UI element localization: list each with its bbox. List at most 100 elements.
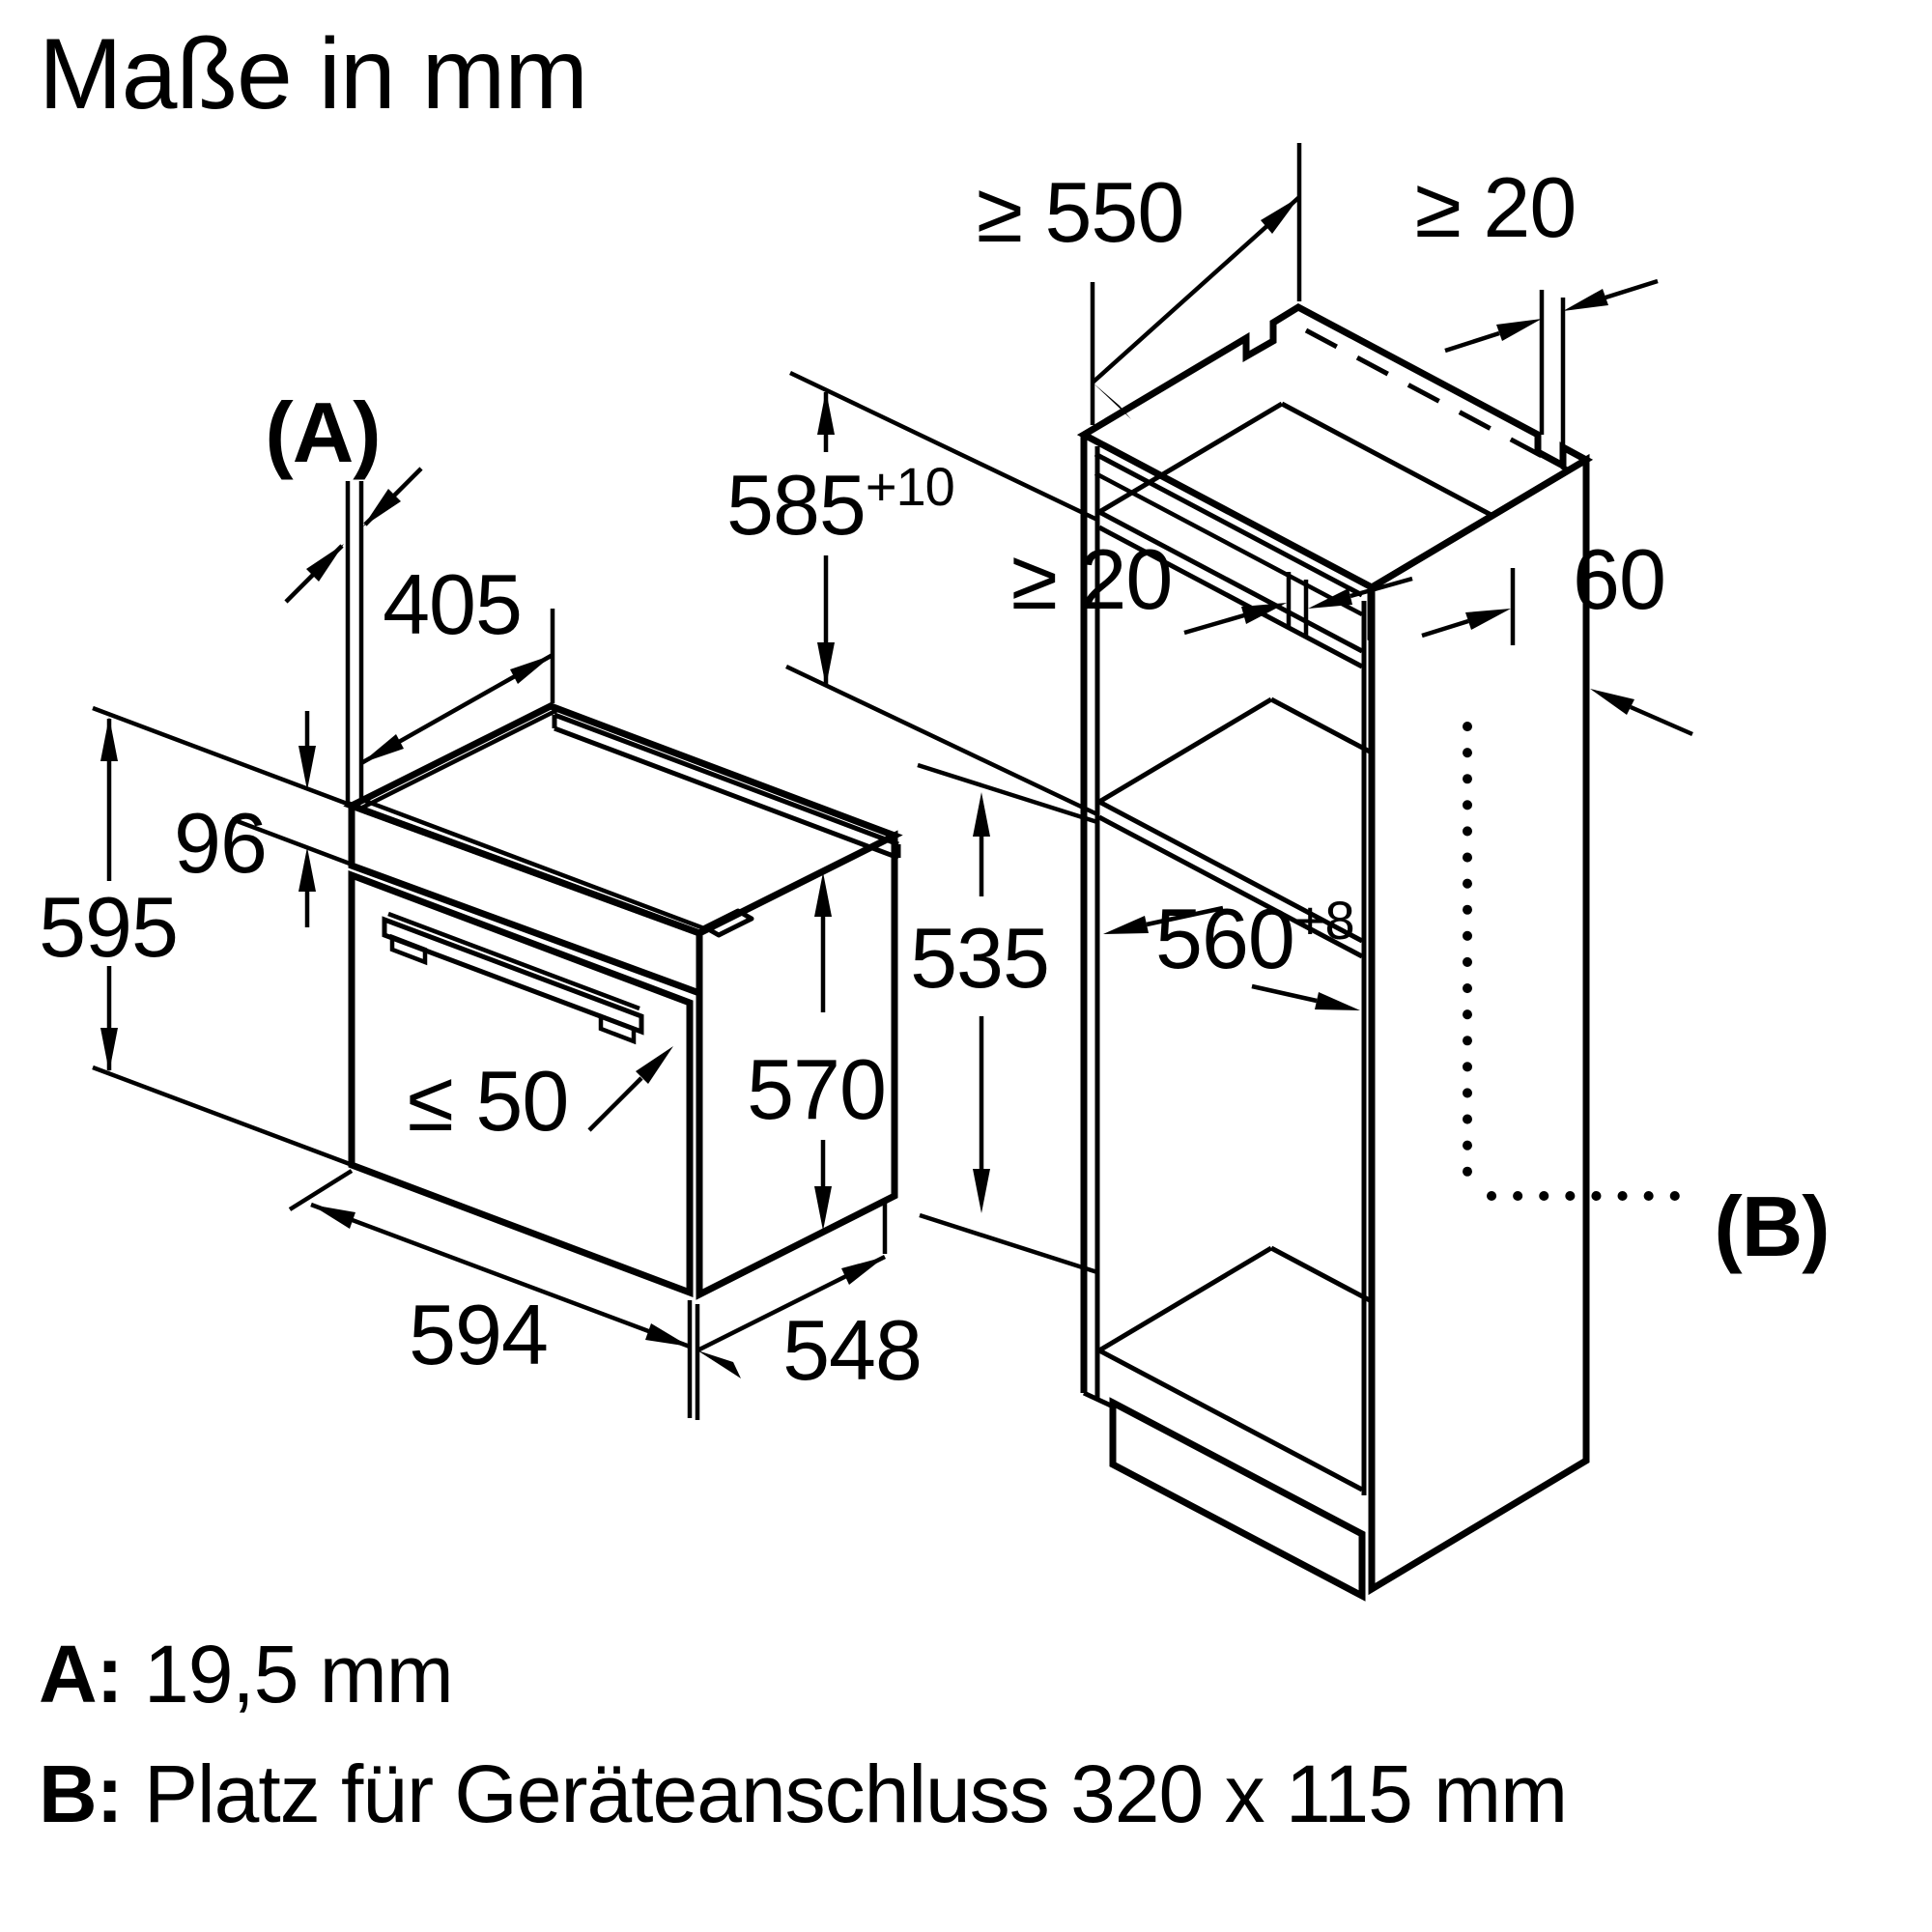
dim-label-550: ≥ 550 — [977, 164, 1184, 260]
dim-595-arrow-up — [100, 717, 118, 761]
dim-405-arrow-left — [361, 734, 404, 763]
dim-oven-depth: 548 — [696, 1203, 923, 1398]
dim-label-ref-a: (A) — [265, 384, 380, 480]
dim-548-arrow-right — [841, 1257, 885, 1285]
dim-560-arrow-left — [1103, 916, 1149, 934]
note-a-label: A: — [39, 1629, 123, 1719]
footnotes: A: 19,5 mm B: Platz für Geräteanschluss … — [39, 1629, 1568, 1839]
bottom-floor-left-back — [1097, 1245, 1273, 1353]
cabinet-dimensions: ≥ 550 ≥ 20 585+10 — [726, 143, 1831, 1275]
oven-bottom-ext-line — [92, 1065, 351, 1167]
oven-panel-ext-line — [231, 816, 351, 867]
shelf-front-top — [1097, 509, 1364, 654]
handle-top-edge — [387, 911, 640, 1011]
dim-20top-tail-left — [1444, 330, 1500, 354]
oven-dimensions: (A) 405 96 595 — [39, 384, 923, 1420]
dim-550-line — [1091, 195, 1301, 384]
dim-60-arrow-inner — [1465, 609, 1511, 630]
niche-floor-front-top — [1097, 799, 1364, 944]
dim-560-arrow-right — [1315, 992, 1360, 1010]
dim-cabinet-vent-depth: 60 — [1421, 531, 1693, 737]
dim-585-arrow-down — [817, 642, 835, 687]
dim-label-560-value: 560 — [1155, 891, 1294, 986]
dim-cabinet-niche-width: 560+8 — [1103, 890, 1360, 1010]
dim-570-arrow-down — [814, 1186, 832, 1231]
dim-label-20-top: ≥ 20 — [1415, 159, 1577, 255]
dim-20top-arrow-left — [1496, 319, 1542, 341]
note-a: A: 19,5 mm — [39, 1629, 453, 1719]
oven-back-strip-bottom — [554, 725, 899, 861]
dim-570-arrow-up — [814, 872, 832, 917]
plinth-front-face — [1109, 1397, 1366, 1602]
dim-label-560: 560+8 — [1155, 890, 1354, 986]
dim-405-arrow-right — [510, 655, 553, 684]
dim-560-tail-right — [1251, 983, 1318, 1004]
shelf-left-back-edge — [1097, 401, 1284, 515]
niche-floor-left-back — [1097, 696, 1273, 805]
oven-drawing — [343, 702, 903, 1300]
dim-585-arrow-up — [817, 390, 835, 435]
dim-cabinet-lower-height: 535 — [910, 762, 1098, 1275]
dim-label-405: 405 — [383, 556, 522, 652]
dim-50-arrowhead — [636, 1046, 673, 1084]
dim-20vent-tail-left — [1183, 612, 1245, 636]
dim-60-tail-inner — [1421, 618, 1469, 639]
handle-bar — [382, 916, 644, 1036]
dim-594-arrow-right — [645, 1323, 690, 1347]
niche-floor-front-bottom — [1097, 814, 1364, 959]
dim-oven-door-protrusion: ≤ 50 — [408, 1046, 673, 1149]
dim-585-ext-bottom — [785, 664, 1098, 817]
bottom-floor-front — [1097, 1348, 1364, 1492]
page-title: Maße in mm — [39, 18, 587, 130]
dim-label-96: 96 — [174, 795, 267, 891]
oven-back-strip-top — [554, 712, 899, 847]
dim-594-ext-left — [288, 1169, 354, 1211]
dim-oven-top-depth: 405 — [359, 556, 555, 765]
dim-label-585-tolerance: +10 — [866, 456, 954, 517]
dim-535-ext-bottom — [919, 1212, 1098, 1275]
a-arrow-tail-2 — [284, 544, 344, 604]
dim-60-arrow-outer — [1590, 689, 1634, 715]
dim-20top-arrow-right — [1563, 289, 1608, 311]
cabinet-top-panel-underside — [1094, 471, 1364, 616]
dim-560-tail-left — [1146, 905, 1224, 927]
handle-right-mount — [598, 1012, 637, 1045]
oven-top-inner-line — [364, 798, 710, 933]
dim-96-arrow-down — [298, 746, 316, 790]
dim-535-arrow-up — [973, 792, 990, 837]
dim-label-560-tolerance: +8 — [1294, 890, 1354, 951]
dim-60-tail-outer — [1630, 704, 1693, 737]
dim-96-arrow-up — [298, 847, 316, 892]
dim-oven-panel-height: 96 — [92, 705, 351, 927]
oven-door — [348, 869, 694, 1298]
dim-label-595: 595 — [39, 879, 178, 975]
cabinet-plinth — [1082, 1390, 1366, 1602]
dim-20vent-tail-right — [1350, 576, 1413, 599]
note-b-label: B: — [39, 1748, 123, 1839]
cabinet-right-panel — [1368, 453, 1590, 1596]
oven-side-grip-hole — [702, 908, 754, 938]
plinth-connector — [1082, 1390, 1115, 1409]
dim-20vent-arrow-right — [1308, 588, 1352, 609]
dim-cabinet-niche-height: 585+10 — [726, 370, 1098, 817]
oven-top-ext-line — [92, 705, 351, 808]
dim-585-ext-top — [789, 370, 1098, 523]
dim-label-ref-b: (B) — [1714, 1179, 1829, 1274]
note-a-text: 19,5 mm — [123, 1629, 453, 1719]
cabinet-dashed-back-top — [1304, 327, 1575, 475]
dim-oven-width: 594 — [288, 1169, 700, 1420]
dim-535-ext-top — [917, 762, 1098, 825]
dim-label-60: 60 — [1573, 531, 1665, 627]
dim-cabinet-top-depth: ≥ 550 — [977, 143, 1302, 425]
shelf-front-bottom — [1097, 525, 1364, 669]
dim-label-594: 594 — [409, 1287, 548, 1382]
handle-left-mount — [389, 933, 428, 966]
oven-top-left-inner-line — [358, 706, 561, 811]
oven-door-handle — [382, 911, 644, 1045]
dim-cabinet-vent-gap: ≥ 20 — [1011, 531, 1413, 636]
dim-594-line — [310, 1202, 691, 1350]
dim-oven-height: 595 — [39, 717, 351, 1167]
dim-oven-ref-a: (A) — [265, 384, 423, 802]
dim-label-585-value: 585 — [726, 457, 866, 553]
